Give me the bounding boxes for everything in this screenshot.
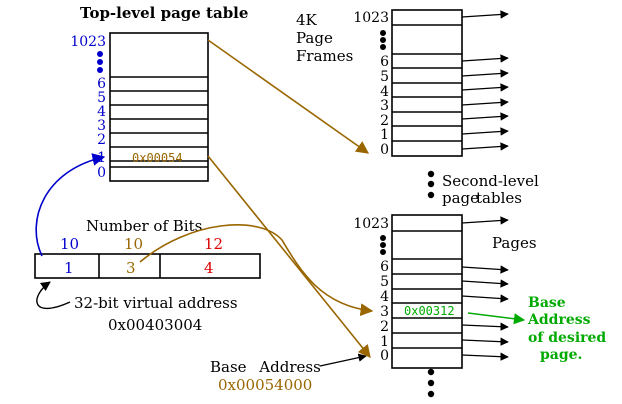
address-caption-arrow bbox=[36, 281, 71, 309]
frames-label-line: Frames bbox=[296, 47, 353, 65]
dir-index-arrow bbox=[35, 153, 106, 257]
desired-page-label-line: Address bbox=[527, 312, 591, 328]
pages-index: 2 bbox=[380, 319, 389, 335]
pages-table bbox=[391, 214, 463, 369]
pages-index: 6 bbox=[380, 259, 389, 275]
virtual-address-box bbox=[34, 253, 261, 279]
base-address-label: Base Address bbox=[210, 358, 321, 376]
top-table-indices: 6 5 4 3 2 1 0 bbox=[97, 76, 106, 181]
desired-page-label-line: page. bbox=[540, 347, 582, 363]
desired-page-arrow bbox=[467, 312, 526, 325]
frames-index: 5 bbox=[380, 69, 389, 85]
desired-page-label: Base Address of desired page. bbox=[527, 295, 606, 363]
frames-index: 6 bbox=[380, 54, 389, 70]
top-table-index: 0 bbox=[97, 165, 106, 181]
second-level-dots bbox=[427, 170, 435, 199]
top-table-index-1023: 1023 bbox=[70, 34, 106, 50]
second-level-label-line: Second-level bbox=[442, 172, 539, 190]
pages-index: 1 bbox=[380, 334, 389, 350]
top-table-to-frames-arrow bbox=[207, 39, 370, 154]
frames-dots bbox=[380, 30, 386, 50]
top-table-index: 6 bbox=[97, 76, 106, 92]
desired-page-label-line: Base bbox=[528, 295, 566, 311]
frames-index: 4 bbox=[380, 84, 389, 100]
second-level-label: Second-level page tables bbox=[442, 172, 539, 207]
bit-count-table: 10 bbox=[124, 235, 143, 253]
frames-index: 3 bbox=[380, 98, 389, 114]
pages-index-1023: 1023 bbox=[353, 216, 389, 232]
pages-out-arrows bbox=[461, 216, 509, 361]
frames-out-arrows bbox=[461, 10, 509, 151]
pages-index: 3 bbox=[380, 304, 389, 320]
top-table-index: 4 bbox=[97, 104, 106, 120]
top-table-index: 5 bbox=[97, 90, 106, 106]
pages-label: Pages bbox=[492, 234, 537, 252]
top-table-title: Top-level page table bbox=[80, 4, 248, 22]
pages-indices: 6 5 4 3 2 1 0 bbox=[380, 259, 389, 364]
field-table-value: 3 bbox=[126, 259, 136, 277]
pages-bottom-dots bbox=[427, 368, 435, 398]
top-table-dots bbox=[97, 51, 103, 73]
second-level-label-line: tables bbox=[476, 189, 522, 207]
frames-index: 2 bbox=[380, 113, 389, 129]
bit-count-offset: 12 bbox=[204, 235, 223, 253]
second-level-label-line: page bbox=[442, 189, 479, 207]
frames-label-line: Page bbox=[296, 29, 333, 47]
bit-count-dir: 10 bbox=[60, 235, 79, 253]
field-dir-value: 1 bbox=[64, 259, 74, 277]
field-offset-value: 4 bbox=[204, 259, 214, 277]
pages-dots bbox=[380, 235, 386, 255]
table-index-arrow bbox=[139, 224, 374, 317]
top-table bbox=[109, 32, 209, 182]
desired-page-label-line: of desired bbox=[528, 330, 606, 346]
frames-index: 1 bbox=[380, 127, 389, 143]
frames-label-line: 4K bbox=[296, 11, 318, 29]
pages-index: 0 bbox=[380, 348, 389, 364]
frames-label: 4K Page Frames bbox=[296, 11, 353, 65]
top-table-index: 3 bbox=[97, 118, 106, 134]
pages-entry-value: 0x00312 bbox=[404, 304, 455, 318]
frames-index-1023: 1023 bbox=[353, 10, 389, 26]
pages-index: 5 bbox=[380, 274, 389, 290]
base-address-value: 0x00054000 bbox=[218, 376, 312, 394]
top-table-index: 2 bbox=[97, 132, 106, 148]
top-table-entry-value: 0x00054 bbox=[132, 151, 183, 165]
address-value: 0x00403004 bbox=[108, 316, 202, 334]
frames-indices: 6 5 4 3 2 1 0 bbox=[380, 54, 389, 158]
entry-to-pages-arrow bbox=[207, 155, 371, 358]
base-address-arrow bbox=[319, 353, 367, 367]
address-caption: 32-bit virtual address bbox=[74, 294, 238, 312]
bits-heading: Number of Bits bbox=[86, 217, 202, 235]
frames-index: 0 bbox=[380, 142, 389, 158]
frames-table bbox=[391, 9, 463, 157]
pages-index: 4 bbox=[380, 289, 389, 305]
